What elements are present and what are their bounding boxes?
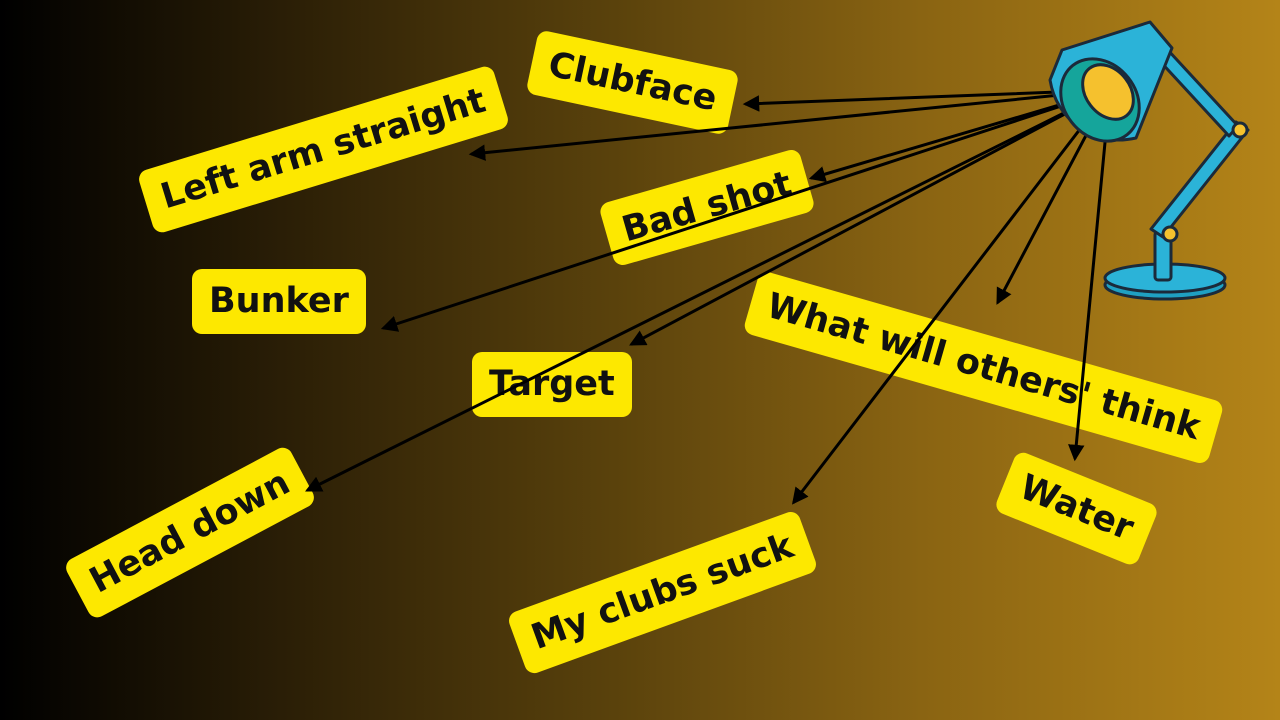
arrow-to-bunker	[380, 88, 1112, 332]
arrow-to-left-arm-straight	[468, 88, 1112, 161]
arrow-to-my-clubs-suck	[791, 88, 1112, 505]
arrow-to-head-down	[305, 88, 1112, 492]
arrow-to-clubface	[742, 88, 1112, 112]
label-bunker: Bunker	[192, 269, 366, 334]
label-target: Target	[472, 352, 632, 417]
desk-lamp-icon	[1048, 20, 1250, 301]
arrow-to-target	[629, 88, 1112, 346]
arrow-to-water	[1068, 88, 1112, 462]
